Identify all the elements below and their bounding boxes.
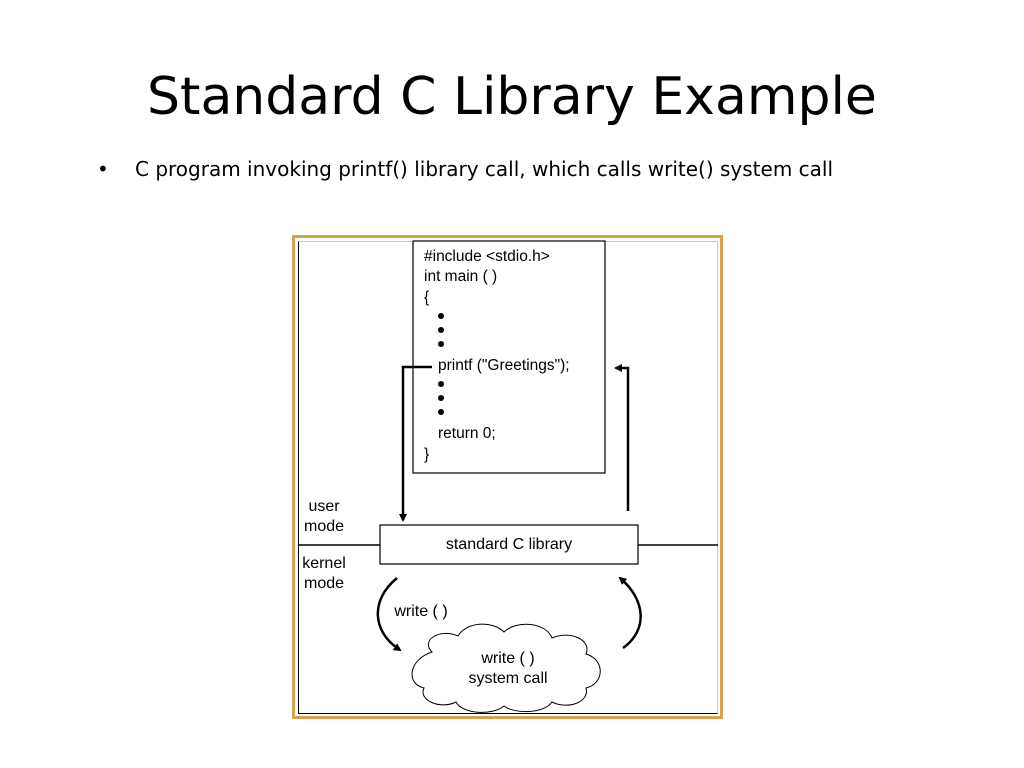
ellipsis-dot — [438, 341, 444, 347]
code-line-main: int main ( ) — [424, 268, 498, 285]
write-call-label: write ( ) — [394, 603, 448, 620]
code-line-close-brace: } — [424, 446, 430, 463]
library-box — [379, 524, 639, 565]
printf-to-library-arrow — [399, 365, 432, 522]
system-call-cloud — [411, 623, 601, 713]
code-line-return: return 0; — [438, 425, 496, 442]
program-box — [412, 240, 606, 474]
library-label: standard C library — [445, 536, 573, 553]
ellipsis-dot — [438, 409, 444, 415]
bullet-marker: • — [97, 157, 109, 181]
library-to-program-arrow — [614, 364, 630, 511]
system-call-label-line2: system call — [468, 670, 548, 687]
user-mode-label-line2: mode — [303, 518, 345, 535]
ellipsis-dot — [438, 381, 444, 387]
code-line-printf: printf ("Greetings"); — [438, 357, 570, 374]
slide-title: Standard C Library Example — [147, 67, 877, 127]
syscall-return-arrow — [618, 576, 642, 650]
code-line-include: #include <stdio.h> — [424, 248, 550, 265]
kernel-mode-label-line1: kernel — [302, 555, 346, 572]
ellipsis-dot — [438, 395, 444, 401]
kernel-mode-label-line2: mode — [303, 575, 345, 592]
code-line-open-brace: { — [424, 289, 430, 306]
write-call-arrow — [376, 577, 402, 652]
system-call-label-line1: write ( ) — [481, 650, 535, 667]
bullet-text: C program invoking printf() library call… — [135, 157, 834, 181]
user-mode-label-line1: user — [308, 498, 340, 515]
ellipsis-dot — [438, 313, 444, 319]
ellipsis-dot — [438, 327, 444, 333]
